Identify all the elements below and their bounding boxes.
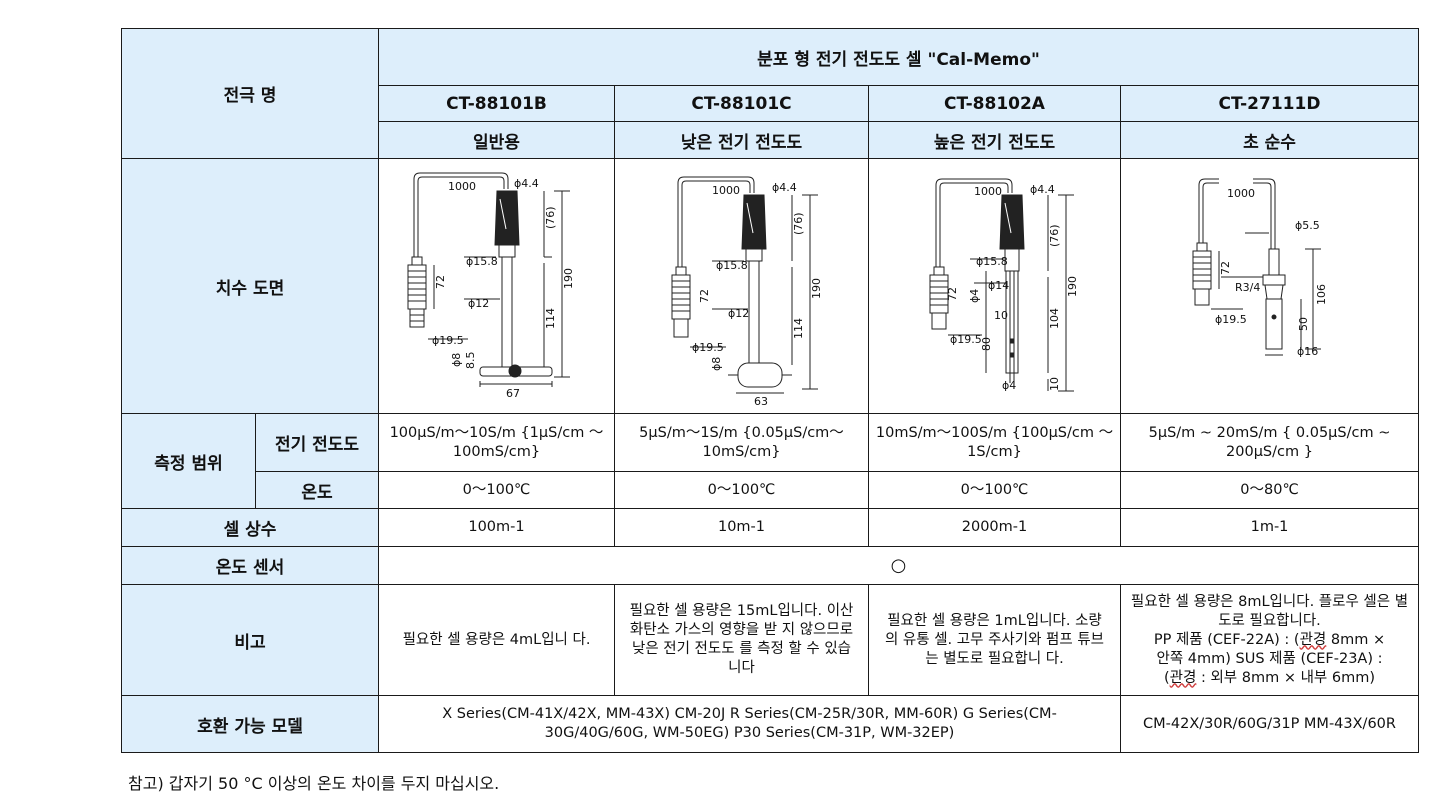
model-use: 일반용 bbox=[378, 121, 615, 159]
model-use: 높은 전기 전도도 bbox=[868, 121, 1121, 159]
temp-sensor-mark: ○ bbox=[378, 546, 1419, 585]
cell-constant-label: 셀 상수 bbox=[121, 508, 379, 547]
conductivity-range: 100μS/m〜10S/m {1μS/cm 〜100mS/cm} bbox=[378, 413, 615, 472]
dim-label: ϕ14 bbox=[988, 279, 1009, 292]
footnote: 참고) 갑자기 50 °C 이상의 온도 차이를 두지 마십시오. bbox=[128, 774, 500, 793]
spec-table: 전극 명 분포 형 전기 전도도 셀 "Cal-Memo" CT-88101B … bbox=[121, 28, 1419, 753]
dim-label: (76) bbox=[792, 212, 805, 235]
dim-label: (76) bbox=[544, 206, 557, 229]
dim-label: ϕ15.8 bbox=[716, 259, 748, 272]
dim-label: ϕ15.8 bbox=[466, 255, 498, 268]
dim-label: ϕ8 bbox=[450, 353, 463, 367]
temperature-range: 0〜80℃ bbox=[1120, 471, 1419, 509]
conductivity-range: 5μS/m〜1S/m {0.05μS/cm〜 10mS/cm} bbox=[614, 413, 869, 472]
compatible-models-label: 호환 가능 모델 bbox=[121, 695, 379, 753]
dim-label: 67 bbox=[506, 387, 520, 400]
electrode-name-label: 전극 명 bbox=[121, 28, 379, 159]
dim-label: ϕ4.4 bbox=[772, 181, 797, 194]
dim-label: 72 bbox=[1219, 261, 1232, 275]
dimension-drawing-ct-88101c: 1000 ϕ4.4 (76) ϕ15.8 72 190 ϕ12 114 ϕ19.… bbox=[671, 176, 823, 408]
conductivity-label: 전기 전도도 bbox=[255, 413, 379, 472]
dim-label: 106 bbox=[1315, 284, 1328, 305]
temperature-range: 0〜100℃ bbox=[868, 471, 1121, 509]
dim-label: ϕ19.5 bbox=[432, 334, 464, 347]
dim-label: ϕ19.5 bbox=[1215, 313, 1247, 326]
drawing-cell: 1000 ϕ4.4 (76) ϕ15.8 72 190 ϕ12 114 ϕ19.… bbox=[614, 158, 869, 414]
remark-text: 필요한 셀 용량은 1mL입니다. 소량의 유통 셀. 고무 주사기와 펌프 튜… bbox=[868, 584, 1121, 696]
remark-text: 필요한 셀 용량은 4mL입니 다. bbox=[378, 584, 615, 696]
model-name: CT-27111D bbox=[1120, 85, 1419, 122]
remark-line: PP 제품 (CEF-22A) : (관경 8mm × bbox=[1153, 631, 1386, 648]
dimension-drawing-ct-88102a: 1000 ϕ4.4 (76) ϕ15.8 72 ϕ14 ϕ4 190 10 10… bbox=[929, 178, 1079, 392]
dimension-drawing-label: 치수 도면 bbox=[121, 158, 379, 414]
dim-label: ϕ19.5 bbox=[692, 341, 724, 354]
dimension-drawing-ct-27111d: 1000 ϕ5.5 72 R3/4 106 ϕ19.5 50 ϕ16 bbox=[1192, 178, 1328, 358]
model-use: 낮은 전기 전도도 bbox=[614, 121, 869, 159]
temp-sensor-label: 온도 센서 bbox=[121, 546, 379, 585]
compatible-models-list: X Series(CM-41X/42X, MM-43X) CM-20J R Se… bbox=[378, 695, 1121, 753]
temperature-range: 0〜100℃ bbox=[378, 471, 615, 509]
remark-text: 필요한 셀 용량은 15mL입니다. 이산화탄소 가스의 영향을 받 지 않으므… bbox=[614, 584, 869, 696]
dim-label: ϕ8 bbox=[710, 357, 723, 371]
dim-label: 50 bbox=[1297, 317, 1310, 331]
dim-label: 190 bbox=[1066, 276, 1079, 297]
dim-label: ϕ4.4 bbox=[514, 177, 539, 190]
dim-label: ϕ16 bbox=[1297, 345, 1318, 358]
dim-label: R3/4 bbox=[1235, 281, 1260, 294]
temperature-label: 온도 bbox=[255, 471, 379, 509]
dim-label: 104 bbox=[1048, 308, 1061, 329]
dim-label: 10 bbox=[1048, 377, 1061, 391]
dim-label: 72 bbox=[698, 289, 711, 303]
remark-line: (관경 : 외부 8mm × 내부 6mm) bbox=[1163, 669, 1375, 686]
dim-label: ϕ19.5 bbox=[950, 333, 982, 346]
dim-label: ϕ5.5 bbox=[1295, 219, 1320, 232]
conductivity-range: 10mS/m〜100S/m {100μS/cm 〜1S/cm} bbox=[868, 413, 1121, 472]
dim-label: 72 bbox=[434, 275, 447, 289]
dim-label: 63 bbox=[754, 395, 768, 408]
product-title: 분포 형 전기 전도도 셀 "Cal-Memo" bbox=[378, 28, 1419, 86]
dimension-drawing-ct-88101b: 1000 ϕ4.4 (76) ϕ15.8 72 190 ϕ12 114 ϕ19.… bbox=[407, 172, 575, 400]
dim-label: 1000 bbox=[448, 180, 476, 193]
remark-line: 필요한 셀 용량은 8mL입니다. 플로우 셀은 별도로 필요합니다. bbox=[1130, 593, 1409, 629]
model-name: CT-88101C bbox=[614, 85, 869, 122]
dim-label: 80 bbox=[980, 337, 993, 351]
dim-label: ϕ12 bbox=[728, 307, 749, 320]
remark-line: 안쪽 4mm) SUS 제품 (CEF-23A) : bbox=[1156, 650, 1383, 667]
cell-constant-value: 10m-1 bbox=[614, 508, 869, 547]
dim-label: 114 bbox=[544, 308, 557, 329]
dim-label: ϕ4.4 bbox=[1030, 183, 1055, 196]
temperature-range: 0〜100℃ bbox=[614, 471, 869, 509]
dim-label: 8.5 bbox=[464, 352, 477, 370]
drawing-cell: 1000 ϕ5.5 72 R3/4 106 ϕ19.5 50 ϕ16 bbox=[1120, 158, 1419, 414]
dim-label: ϕ4 bbox=[1002, 379, 1016, 392]
dim-label: ϕ4 bbox=[968, 289, 981, 303]
dim-label: 114 bbox=[792, 318, 805, 339]
dim-label: 190 bbox=[562, 268, 575, 289]
cell-constant-value: 100m-1 bbox=[378, 508, 615, 547]
conductivity-range: 5μS/m ~ 20mS/m { 0.05μS/cm ~ 200μS/cm } bbox=[1120, 413, 1419, 472]
remarks-label: 비고 bbox=[121, 584, 379, 696]
dim-label: 1000 bbox=[974, 185, 1002, 198]
dim-label: 1000 bbox=[712, 184, 740, 197]
compatible-models-list-d: CM-42X/30R/60G/31P MM-43X/60R bbox=[1120, 695, 1419, 753]
dim-label: ϕ12 bbox=[468, 297, 489, 310]
model-name: CT-88101B bbox=[378, 85, 615, 122]
drawing-cell: 1000 ϕ4.4 (76) ϕ15.8 72 190 ϕ12 114 ϕ19.… bbox=[378, 158, 615, 414]
cell-constant-value: 1m-1 bbox=[1120, 508, 1419, 547]
dim-label: 10 bbox=[994, 309, 1008, 322]
drawing-cell: 1000 ϕ4.4 (76) ϕ15.8 72 ϕ14 ϕ4 190 10 10… bbox=[868, 158, 1121, 414]
dim-label: ϕ15.8 bbox=[976, 255, 1008, 268]
dim-label: 72 bbox=[946, 287, 959, 301]
measurement-range-label: 측정 범위 bbox=[121, 413, 256, 509]
dim-label: 1000 bbox=[1227, 187, 1255, 200]
dim-label: 190 bbox=[810, 278, 823, 299]
model-name: CT-88102A bbox=[868, 85, 1121, 122]
dim-label: (76) bbox=[1048, 224, 1061, 247]
model-use: 초 순수 bbox=[1120, 121, 1419, 159]
cell-constant-value: 2000m-1 bbox=[868, 508, 1121, 547]
remark-text-4: 필요한 셀 용량은 8mL입니다. 플로우 셀은 별도로 필요합니다. PP 제… bbox=[1120, 584, 1419, 696]
